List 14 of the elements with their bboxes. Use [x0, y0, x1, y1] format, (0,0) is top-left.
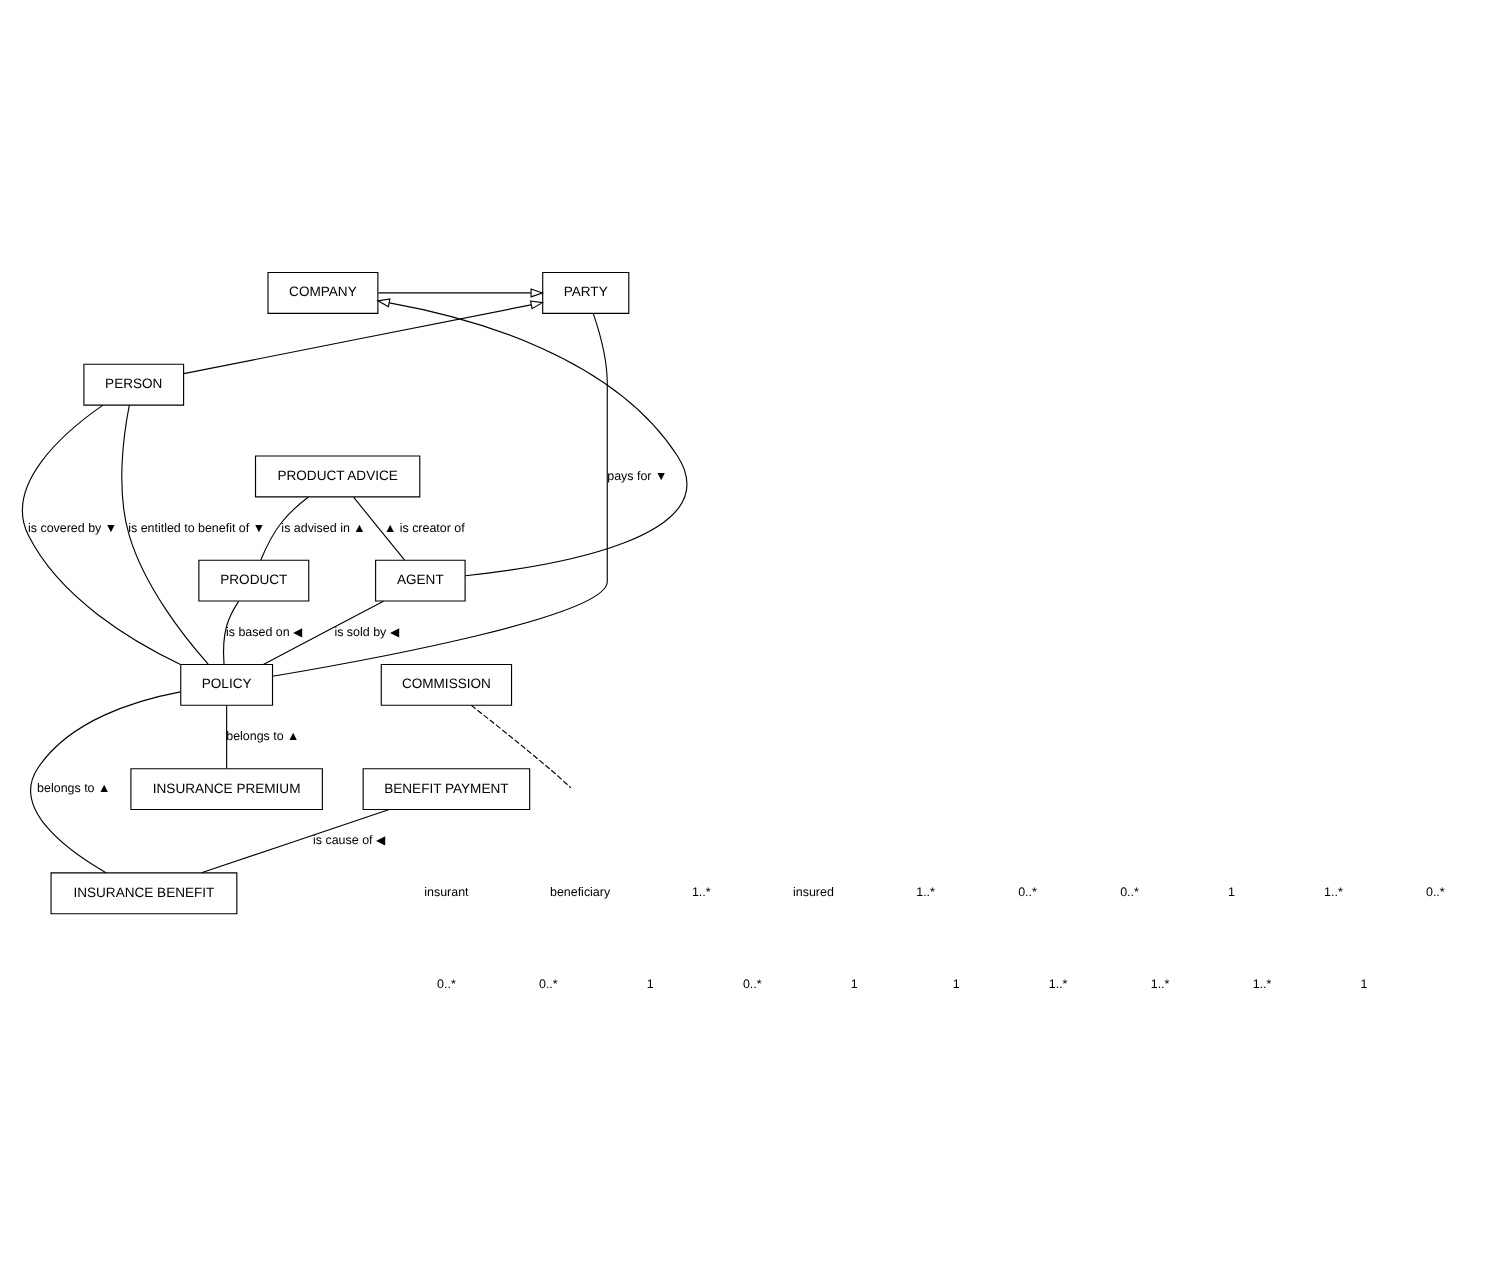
connector [200, 808, 390, 874]
connector [262, 600, 385, 665]
arrow [376, 298, 687, 577]
connector [121, 404, 209, 665]
connector [226, 705, 228, 769]
connector [272, 313, 608, 677]
connector [353, 496, 406, 561]
connector [222, 600, 240, 665]
connector [470, 704, 572, 789]
arrow [377, 288, 545, 298]
arrow [183, 300, 545, 375]
connector [260, 496, 309, 561]
connector [21, 404, 181, 665]
connector [30, 691, 181, 874]
